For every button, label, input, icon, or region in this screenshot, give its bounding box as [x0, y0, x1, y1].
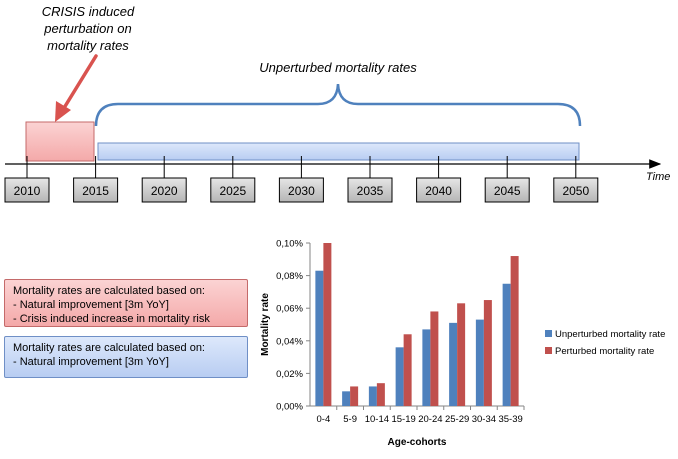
- bar-unperturbed: [342, 391, 351, 406]
- x-tick-label: 10-14: [365, 414, 389, 425]
- bar-perturbed: [483, 300, 492, 406]
- x-tick-label: 20-24: [418, 414, 442, 425]
- y-tick-label: 0,04%: [276, 336, 303, 347]
- x-tick-label: 0-4: [317, 414, 331, 425]
- crisis-note-line-2: - Natural improvement [3m YoY]: [13, 299, 169, 311]
- year-box: [141, 177, 187, 203]
- year-label: 2045: [494, 184, 521, 198]
- x-tick-label: 25-29: [445, 414, 469, 425]
- bar-unperturbed: [395, 347, 404, 406]
- legend-label: Perturbed mortality rate: [555, 346, 654, 357]
- y-tick-label: 0,06%: [276, 304, 303, 315]
- bar-perturbed: [350, 386, 359, 406]
- crisis-calculation-note: Mortality rates are calculated based on:…: [4, 279, 248, 327]
- unperturbed-note-line-1: Mortality rates are calculated based on:: [13, 342, 205, 354]
- bar-perturbed: [457, 303, 466, 406]
- unperturbed-brace: [94, 83, 582, 127]
- year-label: 2025: [219, 184, 246, 198]
- x-tick-label: 5-9: [343, 414, 357, 425]
- year-box: [278, 177, 324, 203]
- x-tick-label: 35-39: [498, 414, 522, 425]
- year-label: 2040: [425, 184, 452, 198]
- unperturbed-note-line-2: - Natural improvement [3m YoY]: [13, 356, 169, 368]
- y-tick-label: 0,00%: [276, 402, 303, 413]
- crisis-pointer-arrow: [55, 54, 98, 122]
- mortality-chart: 0,00% 0,02% 0,04% 0,06% 0,08% 0,10% 0-4 5-9 10-1…: [260, 239, 665, 449]
- year-label: 2030: [288, 184, 315, 198]
- bar-unperturbed: [475, 319, 484, 406]
- y-axis-title: Mortality rate: [260, 293, 271, 356]
- crisis-note-line-1: Mortality rates are calculated based on:: [13, 285, 205, 297]
- unperturbed-period-bar: [97, 142, 580, 161]
- year-box: [484, 177, 530, 203]
- bar-unperturbed: [368, 386, 377, 406]
- crisis-period-bar: [25, 121, 95, 162]
- year-box: [347, 177, 393, 203]
- year-box: [4, 177, 50, 203]
- timeline-axis-label: Time: [646, 171, 670, 183]
- x-tick-label: 30-34: [472, 414, 496, 425]
- x-tick-label: 15-19: [391, 414, 415, 425]
- y-tick-label: 0,08%: [276, 271, 303, 282]
- legend-swatch: [545, 330, 552, 337]
- bar-perturbed: [323, 243, 332, 406]
- unperturbed-calculation-note: Mortality rates are calculated based on:…: [4, 336, 248, 378]
- y-tick-label: 0,10%: [276, 239, 303, 250]
- year-label: 2035: [357, 184, 384, 198]
- bar-unperturbed: [449, 322, 458, 406]
- year-label: 2020: [151, 184, 178, 198]
- year-box: [210, 177, 256, 203]
- year-label: 2050: [562, 184, 589, 198]
- year-label: 2010: [14, 184, 41, 198]
- year-box: [73, 177, 119, 203]
- bar-unperturbed: [502, 283, 511, 406]
- unperturbed-label: Unperturbed mortality rates: [259, 60, 417, 75]
- bar-perturbed: [430, 311, 439, 406]
- crisis-annotation-line-1: CRISIS induced: [42, 4, 135, 19]
- crisis-annotation-line-3: mortality rates: [47, 38, 129, 53]
- bar-unperturbed: [422, 329, 431, 406]
- crisis-note-line-3: - Crisis induced increase in mortality r…: [13, 313, 210, 325]
- bar-perturbed: [510, 256, 519, 406]
- year-label: 2015: [82, 184, 109, 198]
- legend-swatch: [545, 347, 552, 354]
- x-axis-title: Age-cohorts: [388, 437, 447, 448]
- crisis-annotation-line-2: perturbation on: [43, 21, 131, 36]
- year-box: [553, 177, 599, 203]
- y-tick-label: 0,02%: [276, 369, 303, 380]
- bar-perturbed: [403, 334, 412, 406]
- legend-label: Unperturbed mortality rate: [555, 329, 665, 340]
- bar-unperturbed: [315, 270, 324, 406]
- bar-perturbed: [376, 383, 385, 406]
- year-box: [416, 177, 462, 203]
- year-boxes: 2010 2015 2020 2025 2030 2035 2040 2045 2050: [4, 156, 599, 203]
